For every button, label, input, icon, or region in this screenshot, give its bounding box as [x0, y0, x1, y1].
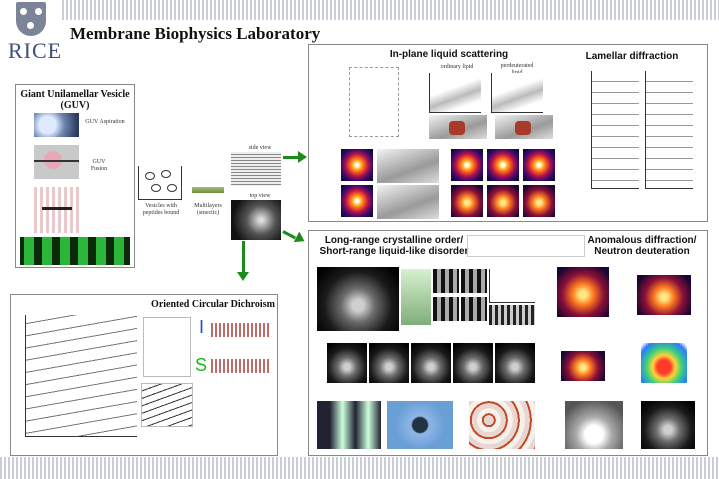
- arrow-to-scattering: [283, 156, 300, 159]
- ordinary-lipid-plot: [429, 73, 481, 113]
- vesicles-beaker: [138, 166, 182, 200]
- scattering-geometry-sketch: [349, 67, 399, 137]
- lamellar-plot-1: [591, 71, 639, 189]
- crystal-title-line2: Short-range liquid-like disorder: [319, 246, 469, 257]
- vesicles-label: Vesicles with peptides bound: [142, 203, 180, 216]
- top-view-image: [231, 200, 281, 240]
- crystal-profile-map: [489, 305, 535, 325]
- scattering-title: In-plane liquid scattering: [389, 49, 509, 60]
- neutron-pattern-2: [641, 401, 695, 449]
- scattering-pattern-1: [341, 149, 373, 181]
- perdeuterated-lipid-plot: [491, 73, 543, 113]
- xray-series-1: [327, 343, 367, 383]
- membrane-model-perdeuterated: [495, 115, 553, 139]
- guv-aspiration-label: GUV Aspiration: [85, 119, 125, 125]
- guv-title: Giant Unilamellar Vesicle (GUV): [20, 89, 130, 111]
- anomalous-title-line2: Neutron deuteration: [594, 246, 690, 257]
- ocd-spectra-plot: [25, 315, 137, 437]
- arrow-to-ocd-head: [237, 272, 249, 281]
- ocd-inset-plot-1: [143, 317, 191, 377]
- rice-shield-icon: [16, 2, 46, 36]
- crystal-xray-large: [317, 267, 399, 331]
- guv-micropipette-image: [34, 187, 79, 233]
- anomalous-pattern-3: [561, 351, 605, 381]
- rice-logo: RICE: [4, 2, 63, 64]
- scattering-pattern-3: [451, 149, 483, 181]
- ocd-bilayer-s: [211, 359, 271, 373]
- scattering-panel: In-plane liquid scattering Lamellar diff…: [308, 44, 708, 222]
- arrow-to-crystal: [282, 230, 297, 240]
- lamellar-plot-2: [645, 71, 693, 189]
- crystal-map-2: [461, 269, 487, 293]
- scattering-pattern-6: [451, 185, 483, 217]
- scattering-surface-1: [377, 149, 439, 183]
- lamellar-title: Lamellar diffraction: [585, 51, 679, 62]
- crystal-sketch-strip: [467, 235, 585, 257]
- arrow-to-crystal-head: [293, 231, 308, 247]
- ocd-s-label: S: [195, 355, 208, 375]
- pore-model-1: [387, 401, 453, 449]
- arrow-to-ocd: [242, 241, 245, 273]
- crystal-panel: Long-range crystalline order/ Short-rang…: [308, 230, 708, 456]
- electron-density-surface: [641, 343, 687, 383]
- ocd-bilayer-i: [211, 323, 271, 337]
- multilayers-label: Multilayers (smectic): [194, 203, 222, 216]
- anomalous-pattern-1: [557, 267, 609, 317]
- guv-fluorescence-strip: [20, 237, 130, 265]
- crystal-profile-plot: [489, 269, 535, 303]
- anomalous-title-line1: Anomalous diffraction/: [587, 235, 697, 246]
- guv-aspiration-image: [34, 113, 79, 137]
- guv-fusion-label: GUV Fusion: [90, 159, 108, 172]
- side-view-image: [231, 152, 281, 186]
- crystal-3d-model: [401, 269, 431, 325]
- crystal-map-3: [433, 297, 459, 321]
- ocd-title: Oriented Circular Dichroism: [151, 299, 275, 310]
- scattering-surface-2: [377, 185, 439, 219]
- scattering-pattern-7: [487, 185, 519, 217]
- guv-panel: Giant Unilamellar Vesicle (GUV) GUV Aspi…: [15, 84, 135, 268]
- ocd-inset-plot-2: [141, 383, 193, 427]
- scattering-pattern-5: [523, 149, 555, 181]
- xray-series-3: [411, 343, 451, 383]
- scattering-pattern-4: [487, 149, 519, 181]
- top-view-label: top view: [249, 193, 271, 199]
- ocd-panel: Oriented Circular Dichroism I S: [10, 294, 278, 456]
- crystal-map-4: [461, 297, 487, 321]
- crystal-map-1: [433, 269, 459, 293]
- xray-series-2: [369, 343, 409, 383]
- logo-text: RICE: [8, 38, 63, 63]
- ordinary-lipid-label: ordinary lipid: [440, 64, 474, 70]
- arrow-to-scattering-head: [298, 151, 307, 163]
- xray-series-5: [495, 343, 535, 383]
- multilayers-slide: [192, 187, 224, 193]
- header-stripe: [62, 0, 719, 20]
- guv-fusion-image: [34, 145, 79, 179]
- pore-model-2: [469, 401, 535, 449]
- page-title: Membrane Biophysics Laboratory: [70, 24, 321, 43]
- bilayer-density-map: [317, 401, 381, 449]
- membrane-model-ordinary: [429, 115, 487, 139]
- crystal-title-line1: Long-range crystalline order/: [324, 235, 464, 246]
- scattering-pattern-8: [523, 185, 555, 217]
- footer-stripe: [0, 457, 719, 479]
- side-view-label: side view: [248, 145, 272, 151]
- anomalous-pattern-2: [637, 275, 691, 315]
- scattering-pattern-2: [341, 185, 373, 217]
- neutron-pattern-1: [565, 401, 623, 449]
- xray-series-4: [453, 343, 493, 383]
- ocd-i-label: I: [199, 317, 205, 337]
